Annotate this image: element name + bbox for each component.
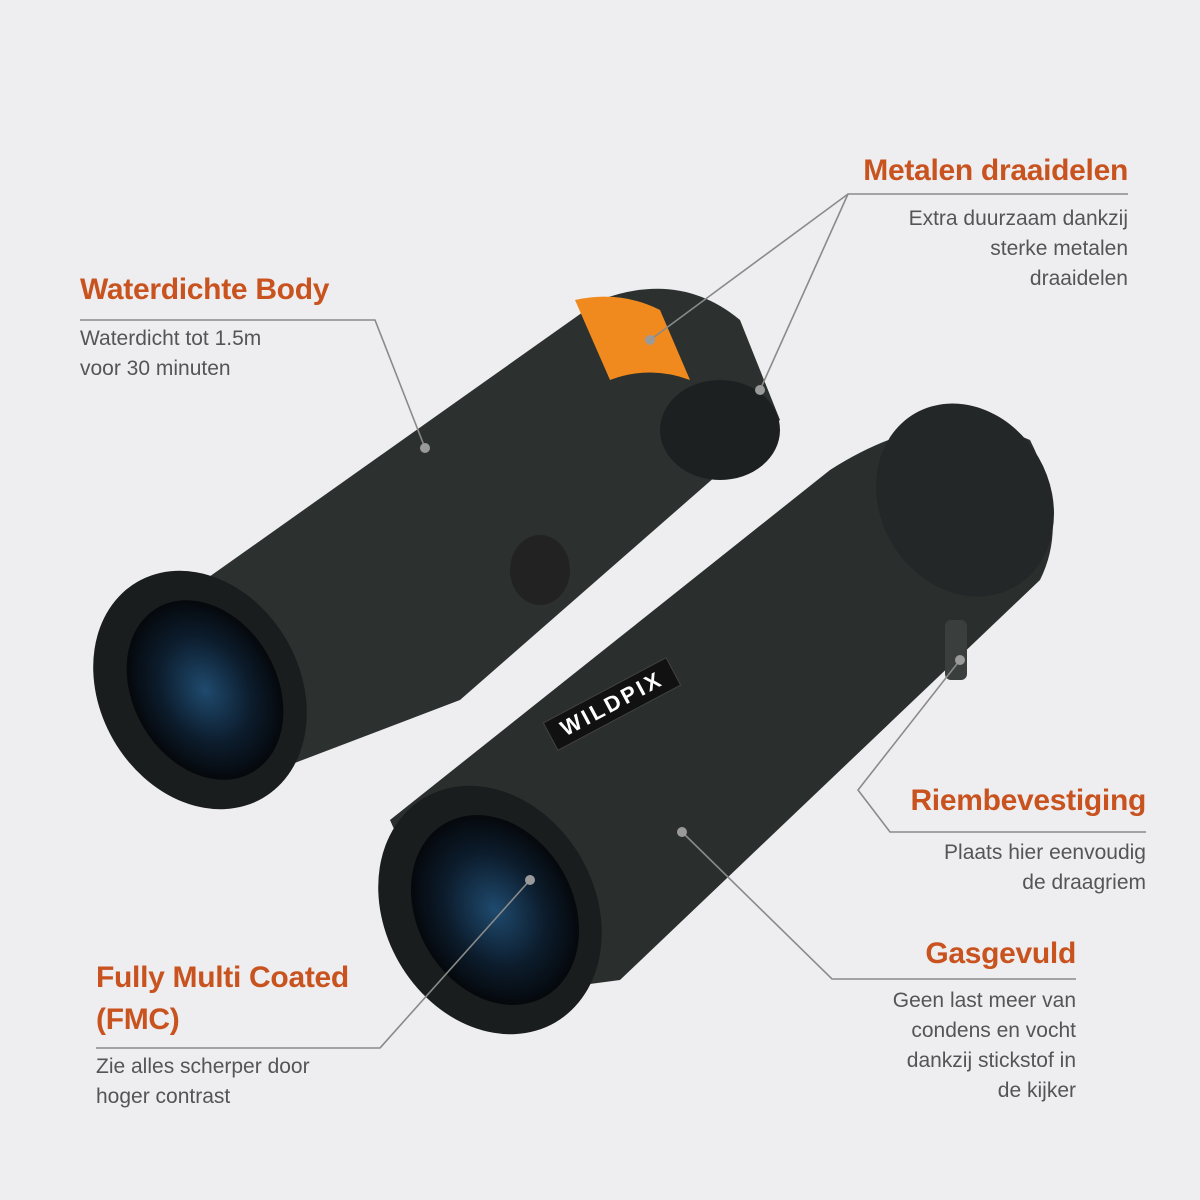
callout-title-waterdicht: Waterdichte Body [80, 273, 330, 306]
callout-title-riem: Riembevestiging [910, 784, 1146, 817]
callout-title-gas: Gasgevuld [925, 937, 1076, 970]
callout-desc-gas: Geen last meer van condens en vocht dank… [892, 989, 1076, 1102]
callout-desc-fmc: Zie alles scherper door hoger contrast [96, 1055, 310, 1108]
callout-desc-riem: Plaats hier eenvoudig de draagriem [944, 841, 1146, 894]
callout-title-fmc: Fully Multi Coated (FMC) [96, 961, 349, 1036]
callout-title-metalen: Metalen draaidelen [863, 154, 1128, 187]
callout-desc-waterdicht: Waterdicht tot 1.5m voor 30 minuten [80, 327, 262, 380]
callout-desc-metalen: Extra duurzaam dankzij sterke metalen dr… [908, 207, 1128, 290]
